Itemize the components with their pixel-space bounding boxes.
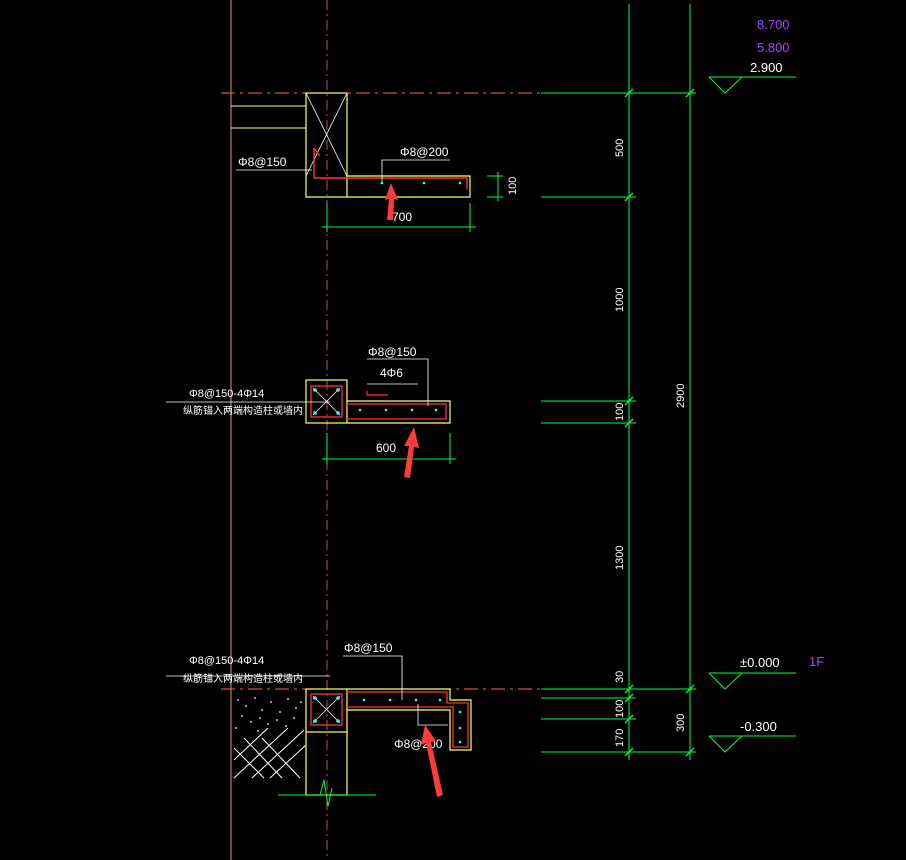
- elevation-2900-triangle: [708, 76, 744, 94]
- top-thk-dim: 100: [507, 177, 519, 195]
- mid-rebar: [347, 403, 447, 420]
- compacted-fill-hatch: [233, 727, 307, 779]
- rebar-dot: [388, 698, 392, 702]
- rebar-dot: [358, 408, 362, 412]
- dim-300: 300: [675, 714, 687, 732]
- rebar-dot: [380, 181, 384, 185]
- dim-1000: 1000: [614, 288, 626, 312]
- mid-dist-label: 4Φ6: [380, 366, 403, 380]
- bot-note-label: 纵筋锚入两端构造柱或墙内: [183, 672, 303, 685]
- rebar-dot: [336, 696, 340, 700]
- rebar-dot: [313, 696, 317, 700]
- rebar-dot: [313, 719, 317, 723]
- bot-top-label: Φ8@150: [344, 641, 393, 655]
- floor-label-1f: 1F: [809, 654, 824, 669]
- rebar-dot: [336, 388, 340, 392]
- rebar-dot: [458, 710, 462, 714]
- top-left-label: Φ8@150: [238, 155, 287, 169]
- rebar-dot: [313, 411, 317, 415]
- arrow-bottom-icon: [421, 725, 443, 797]
- rebar-dot: [458, 740, 462, 744]
- mid-top-leader: [367, 358, 429, 406]
- top-right-leader: [381, 159, 450, 182]
- bot-slab-outline: [347, 688, 472, 751]
- rebar-dot: [458, 181, 462, 185]
- elevation-5800: 5.800: [757, 40, 790, 55]
- dim-2900: 2900: [675, 384, 687, 408]
- top-rebar: [313, 148, 468, 189]
- mid-column-cross-2: [312, 387, 341, 416]
- mid-stirrup-label: Φ8@150-4Φ14: [189, 388, 264, 400]
- top-len-dim: 700: [392, 210, 412, 224]
- elevation-2900: 2.900: [750, 60, 783, 75]
- rebar-dot: [313, 388, 317, 392]
- elevation-minus-0300-triangle: [708, 735, 744, 753]
- rebar-dot: [336, 719, 340, 723]
- bot-column-stirrup: [310, 693, 343, 726]
- rebar-dot: [336, 411, 340, 415]
- annotation-arrows: [385, 183, 443, 797]
- dim-30: 30: [614, 671, 626, 683]
- elevation-0000: ±0.000: [740, 655, 780, 670]
- arrow-middle-icon: [404, 427, 419, 478]
- dim-ticks: [624, 88, 695, 757]
- break-line: [319, 779, 333, 807]
- bot-column-cross-2: [312, 695, 341, 724]
- rebar-dot: [410, 408, 414, 412]
- elevation-minus-0300: -0.300: [740, 719, 777, 734]
- middle-section: Φ8@150 4Φ6 Φ8@150-4Φ14 纵筋锚入两端构造柱或墙内 600: [166, 345, 456, 464]
- dim-1300: 1300: [614, 546, 626, 570]
- elevation-8700: 8.700: [757, 17, 790, 32]
- bot-top-leader: [343, 655, 403, 700]
- arrow-top-icon: [385, 183, 398, 220]
- dim-500: 500: [614, 139, 626, 157]
- earth-hatch: [235, 697, 302, 732]
- mid-slab: [347, 400, 451, 424]
- mid-column-stirrup: [310, 385, 343, 418]
- rebar-dot: [438, 698, 442, 702]
- top-section: Φ8@150 Φ8@200 100 700: [231, 92, 519, 232]
- top-column: [305, 92, 348, 198]
- bottom-section: Φ8@150 Φ8@200 Φ8@150-4Φ14 纵筋锚入两端构造柱或墙内: [166, 641, 472, 807]
- mid-hook: [366, 391, 388, 396]
- rebar-dot: [362, 698, 366, 702]
- top-right-label: Φ8@200: [400, 145, 449, 159]
- bot-bottom-label: Φ8@200: [394, 737, 443, 751]
- elevation-marks: 8.700 5.800 2.900 ±0.000 1F -0.300: [708, 17, 824, 753]
- dim-100-b: 100: [614, 700, 626, 718]
- bot-bottom-leader: [417, 704, 448, 726]
- rebar-dot: [434, 408, 438, 412]
- rebar-dot: [422, 181, 426, 185]
- mid-note-label: 纵筋锚入两端构造柱或墙内: [183, 404, 303, 417]
- rebar-dot: [384, 408, 388, 412]
- bot-stirrup-label: Φ8@150-4Φ14: [189, 655, 264, 667]
- dimension-chain: 500 1000 100 1300 30 100 170 2900 300: [541, 4, 696, 760]
- rebar-dot: [458, 726, 462, 730]
- dim-170: 170: [614, 729, 626, 747]
- mid-len-dim: 600: [376, 441, 396, 455]
- dim-100-a: 100: [614, 403, 626, 421]
- rebar-dot: [414, 698, 418, 702]
- bot-rebar: [347, 691, 469, 748]
- elevation-0000-triangle: [708, 672, 744, 690]
- mid-top-label: Φ8@150: [368, 345, 417, 359]
- top-rebar-hook: [313, 147, 321, 157]
- top-slab: [347, 175, 471, 198]
- top-column-cross-2: [305, 92, 348, 177]
